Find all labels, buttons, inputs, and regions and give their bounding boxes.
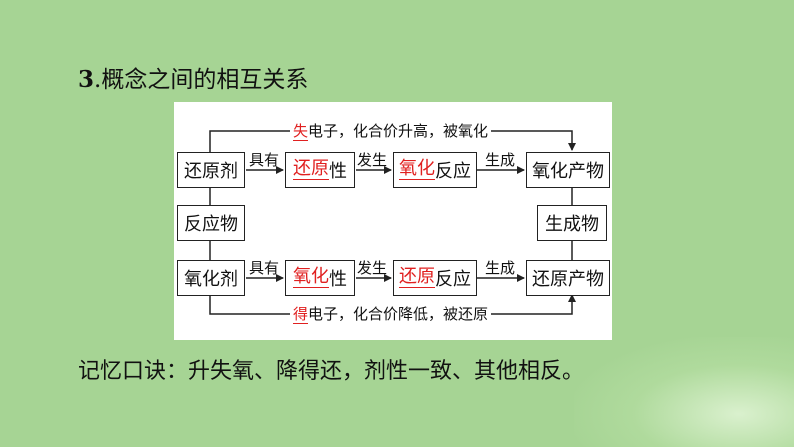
reduction-reaction-key: 还原: [399, 266, 435, 288]
reactant-box: 反应物: [177, 205, 245, 241]
reduction-reaction-box: 还原反应: [393, 260, 477, 296]
bottom-path-prefix: 得: [293, 305, 309, 324]
product-box: 生成物: [537, 205, 607, 241]
row2-edge-has: 具有: [249, 259, 280, 277]
oxidizability-key: 氧化: [293, 266, 329, 288]
top-path-label: 失电子，化合价升高，被氧化: [290, 120, 492, 141]
row2-edge-produce: 生成: [485, 259, 516, 277]
reduction-reaction-suffix: 反应: [435, 269, 471, 290]
oxidizing-agent-box: 氧化剂: [177, 260, 245, 296]
reducibility-suffix: 性: [329, 161, 347, 182]
row1-edge-has: 具有: [249, 151, 280, 169]
bottom-path-text: 电子，化合价降低，被还原: [308, 305, 489, 323]
row1-edge-undergo: 发生: [357, 151, 388, 169]
oxidation-product-label: 氧化产物: [532, 161, 604, 182]
mnemonic-text: 记忆口诀：升失氧、降得还，剂性一致、其他相反。: [78, 359, 585, 384]
heading-separator: .: [94, 67, 102, 93]
heading-title: 概念之间的相互关系: [101, 67, 309, 93]
oxidation-reaction-box: 氧化反应: [393, 152, 477, 188]
oxidation-reaction-suffix: 反应: [435, 161, 471, 182]
top-path-text: 电子，化合价升高，被氧化: [308, 122, 489, 140]
reducibility-box: 还原性: [285, 152, 355, 188]
heading-number: 3: [78, 66, 95, 93]
redox-relationship-diagram: 失电子，化合价升高，被氧化 还原剂 具有 还原性 发生 氧化反应 生成 氧化产物…: [174, 102, 612, 340]
row2-edge-undergo: 发生: [357, 259, 388, 277]
reducibility-key: 还原: [293, 158, 329, 180]
background-glow: [574, 337, 794, 447]
reactant-label: 反应物: [184, 214, 238, 235]
oxidation-reaction-key: 氧化: [399, 158, 435, 180]
reduction-product-box: 还原产物: [526, 260, 610, 296]
section-heading: 3.概念之间的相互关系: [78, 60, 308, 94]
oxidizability-suffix: 性: [329, 269, 347, 290]
oxidation-product-box: 氧化产物: [526, 152, 610, 188]
reducing-agent-label: 还原剂: [184, 161, 238, 182]
reducing-agent-box: 还原剂: [177, 152, 245, 188]
oxidizing-agent-label: 氧化剂: [184, 269, 238, 290]
product-label: 生成物: [545, 214, 599, 235]
reduction-product-label: 还原产物: [532, 269, 604, 290]
oxidizability-box: 氧化性: [285, 260, 355, 296]
bottom-path-label: 得电子，化合价降低，被还原: [290, 303, 492, 324]
row1-edge-produce: 生成: [485, 151, 516, 169]
top-path-prefix: 失: [293, 122, 309, 141]
